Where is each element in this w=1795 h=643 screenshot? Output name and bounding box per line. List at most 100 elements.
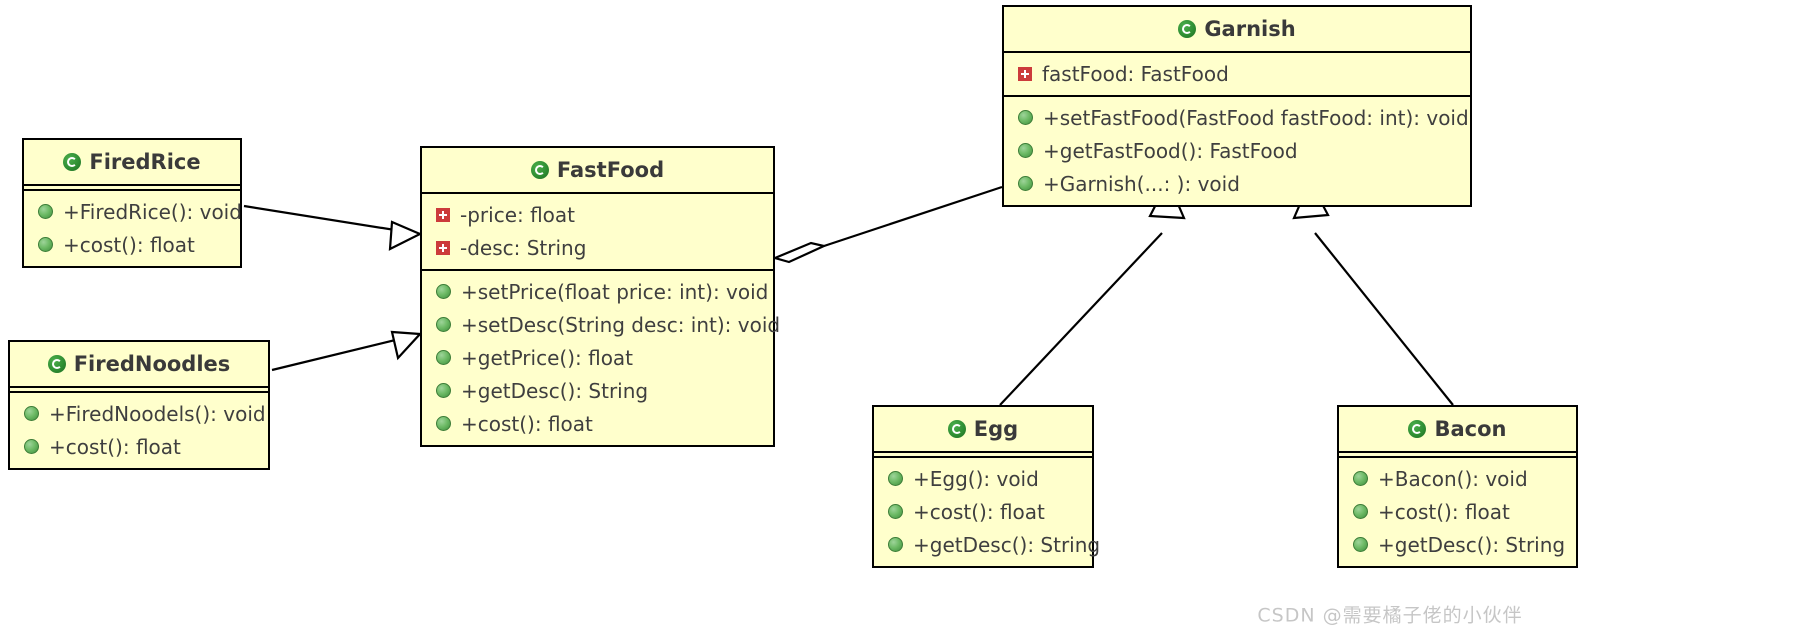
field-row[interactable]: -desc: String [422,231,773,264]
method-label: +getDesc(): String [1378,532,1566,557]
uml-class-egg[interactable]: Egg +Egg(): void +cost(): float +getDesc():… [872,405,1100,568]
method-row[interactable]: +setPrice(float price: int): void [422,275,773,308]
method-row[interactable]: +Bacon(): void [1339,462,1576,495]
class-name-label: FiredNoodles [73,352,231,376]
methods-compartment-fastfood: +setPrice(float price: int): void +setDes… [422,271,780,445]
method-row[interactable]: +cost(): float [24,228,240,261]
class-title-egg: Egg [874,407,1092,451]
method-label: +Egg(): void [913,466,1039,491]
method-label: +Garnish(...: ): void [1043,171,1240,196]
public-method-icon [1018,176,1033,191]
method-row[interactable]: +setDesc(String desc: int): void [422,308,780,341]
public-method-icon [888,471,903,486]
method-row[interactable]: +getFastFood(): FastFood [1004,134,1470,167]
public-method-icon [1353,537,1368,552]
method-row[interactable]: +getDesc(): String [874,528,1100,561]
method-label: +cost(): float [913,499,1045,524]
public-method-icon [24,406,39,421]
class-name-label: FiredRice [89,150,201,174]
method-label: +cost(): float [461,411,593,436]
public-method-icon [24,439,39,454]
uml-class-fastfood[interactable]: FastFood -price: float -desc: String +setPr… [420,146,780,447]
method-label: +FiredRice(): void [63,199,242,224]
method-label: +setFastFood(FastFood fastFood: int): vo… [1043,105,1469,130]
method-label: +cost(): float [1378,499,1510,524]
method-row[interactable]: +Egg(): void [874,462,1092,495]
method-label: +cost(): float [63,232,195,257]
method-row[interactable]: +FiredNoodels(): void [10,397,268,430]
relationship-aggregation-garnish-fastfood [771,185,1003,264]
public-method-icon [38,204,53,219]
method-row[interactable]: +getPrice(): float [422,341,773,374]
private-field-icon [436,240,450,255]
class-icon [1408,420,1427,438]
class-title-firedrice: FiredRice [24,140,240,184]
class-name-label: Egg [973,417,1019,441]
class-name-label: Bacon [1434,417,1507,441]
method-label: +getPrice(): float [461,345,634,370]
public-method-icon [888,537,903,552]
compartment-divider [422,192,773,194]
methods-compartment-firedrice: +FiredRice(): void +cost(): float [24,191,242,266]
class-name-label: FastFood [556,158,665,182]
class-icon [47,355,66,373]
method-row[interactable]: +FiredRice(): void [24,195,242,228]
class-title-fastfood: FastFood [422,148,773,192]
method-label: +Bacon(): void [1378,466,1528,491]
field-row[interactable]: fastFood: FastFood [1004,57,1470,90]
compartment-divider [1004,51,1470,53]
private-field-icon [1018,66,1032,81]
class-name-label: Garnish [1204,17,1296,41]
compartment-divider [874,451,1092,453]
methods-compartment-bacon: +Bacon(): void +cost(): float +getDesc(): … [1339,458,1576,566]
uml-class-garnish[interactable]: Garnish fastFood: FastFood +setFastFood(Fa… [1002,5,1472,207]
field-label: -desc: String [460,235,587,260]
compartment-divider [24,184,240,186]
compartment-divider [874,456,1092,458]
public-method-icon [1353,471,1368,486]
uml-class-firednoodles[interactable]: FiredNoodles +FiredNoodels(): void +cost()… [8,340,270,470]
compartment-divider [1339,451,1576,453]
relationship-generalization-firednoodles-fastfood [271,330,423,372]
class-icon [530,161,549,179]
method-label: +getFastFood(): FastFood [1043,138,1298,163]
uml-class-bacon[interactable]: Bacon +Bacon(): void +cost(): float +getDes… [1337,405,1578,568]
public-method-icon [436,350,451,365]
methods-compartment-egg: +Egg(): void +cost(): float +getDesc(): St… [874,458,1100,566]
uml-class-firedrice[interactable]: FiredRice +FiredRice(): void +cost(): floa… [22,138,242,268]
methods-compartment-firednoodles: +FiredNoodels(): void +cost(): float [10,393,268,468]
method-row[interactable]: +setFastFood(FastFood fastFood: int): vo… [1004,101,1470,134]
relationship-generalization-firedrice-fastfood [243,204,423,251]
compartment-divider [422,269,773,271]
method-row[interactable]: +getDesc(): String [1339,528,1576,561]
field-label: fastFood: FastFood [1042,61,1229,86]
method-label: +setPrice(float price: int): void [461,279,769,304]
class-title-bacon: Bacon [1339,407,1576,451]
method-row[interactable]: +getDesc(): String [422,374,773,407]
fields-compartment-fastfood: -price: float -desc: String [422,194,773,269]
compartment-divider [10,391,268,393]
method-row[interactable]: +cost(): float [10,430,268,463]
method-row[interactable]: +cost(): float [1339,495,1576,528]
public-method-icon [1353,504,1368,519]
class-title-firednoodles: FiredNoodles [10,342,268,386]
class-title-garnish: Garnish [1004,7,1470,51]
fields-compartment-garnish: fastFood: FastFood [1004,53,1470,95]
public-method-icon [1018,143,1033,158]
public-method-icon [1018,110,1033,125]
public-method-icon [38,237,53,252]
compartment-divider [24,189,240,191]
private-field-icon [436,207,450,222]
relationship-generalization-bacon-garnish [1292,178,1454,406]
method-label: +getDesc(): String [913,532,1101,557]
method-row[interactable]: +cost(): float [874,495,1092,528]
method-row[interactable]: +cost(): float [422,407,773,440]
method-row[interactable]: +Garnish(...: ): void [1004,167,1470,200]
method-label: +cost(): float [49,434,181,459]
public-method-icon [436,317,451,332]
class-icon [63,153,82,171]
public-method-icon [436,284,451,299]
field-row[interactable]: -price: float [422,198,773,231]
method-label: +FiredNoodels(): void [49,401,266,426]
